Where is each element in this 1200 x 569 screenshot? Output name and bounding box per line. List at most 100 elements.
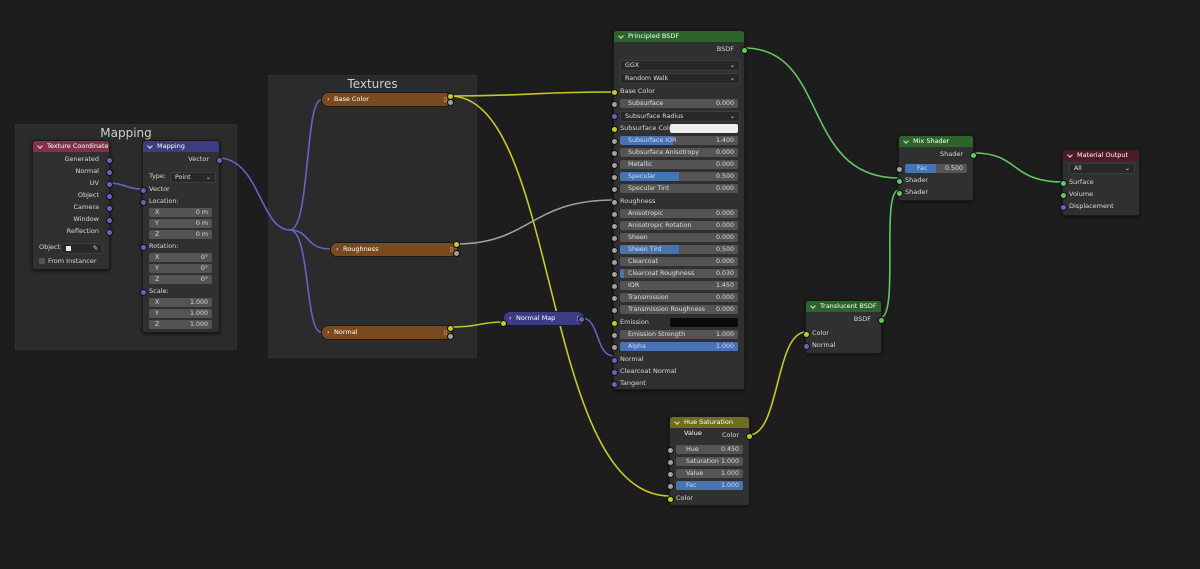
from-instancer-checkbox[interactable] — [39, 258, 45, 264]
normal-map-node[interactable]: ›Normal Map▯ — [503, 311, 585, 326]
socket-mapping-out[interactable] — [216, 157, 223, 164]
socket-scale[interactable] — [140, 289, 147, 296]
mapping-header[interactable]: Mapping — [143, 141, 219, 152]
mapping-node[interactable]: Mapping Vector Type: Point⌄ Vector Locat… — [140, 140, 223, 333]
socket-roughness[interactable] — [611, 199, 618, 206]
material-output-header[interactable]: Material Output — [1063, 150, 1139, 161]
subsurface-method-dropdown[interactable]: Random Walk⌄ — [620, 73, 740, 84]
socket-camera[interactable] — [106, 205, 113, 212]
socket-subsurface-anisotropy[interactable] — [611, 150, 618, 157]
emission-color-swatch[interactable] — [670, 318, 738, 327]
socket-normal-color-out[interactable] — [447, 325, 454, 332]
socket-hsv-out[interactable] — [746, 433, 753, 440]
principled-bsdf-header[interactable]: Principled BSDF — [614, 31, 744, 42]
subsurface-radius-field[interactable]: Subsurface Radius⌄ — [620, 111, 740, 122]
chevron-right-icon[interactable]: › — [336, 245, 339, 253]
socket-mix-out[interactable] — [970, 152, 977, 159]
base-color-texture-node[interactable]: ›Base Color▯ — [321, 92, 452, 107]
socket-clearcoat-roughness[interactable] — [611, 271, 618, 278]
socket-normal-map-color-in[interactable] — [500, 320, 507, 327]
socket-generated[interactable] — [106, 157, 113, 164]
from-instancer-row[interactable]: From Instancer — [33, 256, 109, 267]
socket-surface[interactable] — [1060, 180, 1067, 187]
texture-coordinate-header[interactable]: Texture Coordinate — [33, 141, 109, 152]
socket-location[interactable] — [140, 199, 147, 206]
socket-mix-fac[interactable] — [896, 166, 903, 173]
socket-displacement[interactable] — [1060, 204, 1067, 211]
socket-normal-map-out[interactable] — [578, 316, 585, 323]
socket-transmission-roughness[interactable] — [611, 307, 618, 314]
socket-mix-shader-2[interactable] — [896, 190, 903, 197]
socket-translucent-color[interactable] — [803, 331, 810, 338]
socket-translucent-normal[interactable] — [803, 343, 810, 350]
socket-subsurface-radius[interactable] — [611, 113, 618, 120]
socket-emission-strength[interactable] — [611, 332, 618, 339]
socket-clearcoat-normal[interactable] — [611, 369, 618, 376]
socket-hue[interactable] — [667, 447, 674, 454]
principled-bsdf-node[interactable]: Principled BSDF BSDF GGX⌄ Random Walk⌄ B… — [611, 30, 748, 390]
socket-sheen[interactable] — [611, 235, 618, 242]
normal-texture-node[interactable]: ›Normal▯ — [321, 325, 452, 340]
socket-reflection[interactable] — [106, 229, 113, 236]
distribution-dropdown[interactable]: GGX⌄ — [620, 60, 740, 71]
translucent-header[interactable]: Translucent BSDF — [806, 301, 881, 312]
socket-emission[interactable] — [611, 320, 618, 327]
socket-sheen-tint[interactable] — [611, 247, 618, 254]
eyedropper-icon[interactable]: ✎ — [92, 245, 98, 252]
mix-shader-header[interactable]: Mix Shader — [899, 136, 973, 147]
socket-ior[interactable] — [611, 283, 618, 290]
chevron-right-icon[interactable]: › — [509, 314, 512, 322]
socket-fac[interactable] — [667, 483, 674, 490]
material-output-node[interactable]: Material Output All⌄ Surface Volume Disp… — [1060, 149, 1140, 216]
socket-base-alpha-out[interactable] — [447, 99, 454, 106]
socket-normal-alpha-out[interactable] — [447, 333, 454, 340]
subsurface-color-swatch[interactable] — [670, 124, 738, 133]
textures-frame[interactable]: Textures — [268, 75, 477, 358]
texture-coordinate-node[interactable]: Texture Coordinate Generated Normal UV O… — [32, 140, 113, 270]
hsv-header[interactable]: Hue Saturation Value — [670, 417, 749, 437]
socket-vector-in[interactable] — [140, 187, 147, 194]
socket-specular-tint[interactable] — [611, 186, 618, 193]
socket-roughness-alpha-out[interactable] — [453, 250, 460, 257]
socket-anisotropic-rotation[interactable] — [611, 223, 618, 230]
socket-transmission[interactable] — [611, 295, 618, 302]
socket-subsurface-ior[interactable] — [611, 138, 618, 145]
socket-mix-shader-1[interactable] — [896, 178, 903, 185]
socket-base-color[interactable] — [611, 89, 618, 96]
socket-saturation[interactable] — [667, 459, 674, 466]
socket-specular[interactable] — [611, 174, 618, 181]
translucent-bsdf-node[interactable]: Translucent BSDF BSDF Color Normal — [803, 300, 885, 354]
socket-object[interactable] — [106, 193, 113, 200]
socket-normal[interactable] — [611, 357, 618, 364]
socket-subsurface[interactable] — [611, 101, 618, 108]
socket-value[interactable] — [667, 471, 674, 478]
chevron-right-icon[interactable]: › — [327, 328, 330, 336]
socket-rotation[interactable] — [140, 244, 147, 251]
